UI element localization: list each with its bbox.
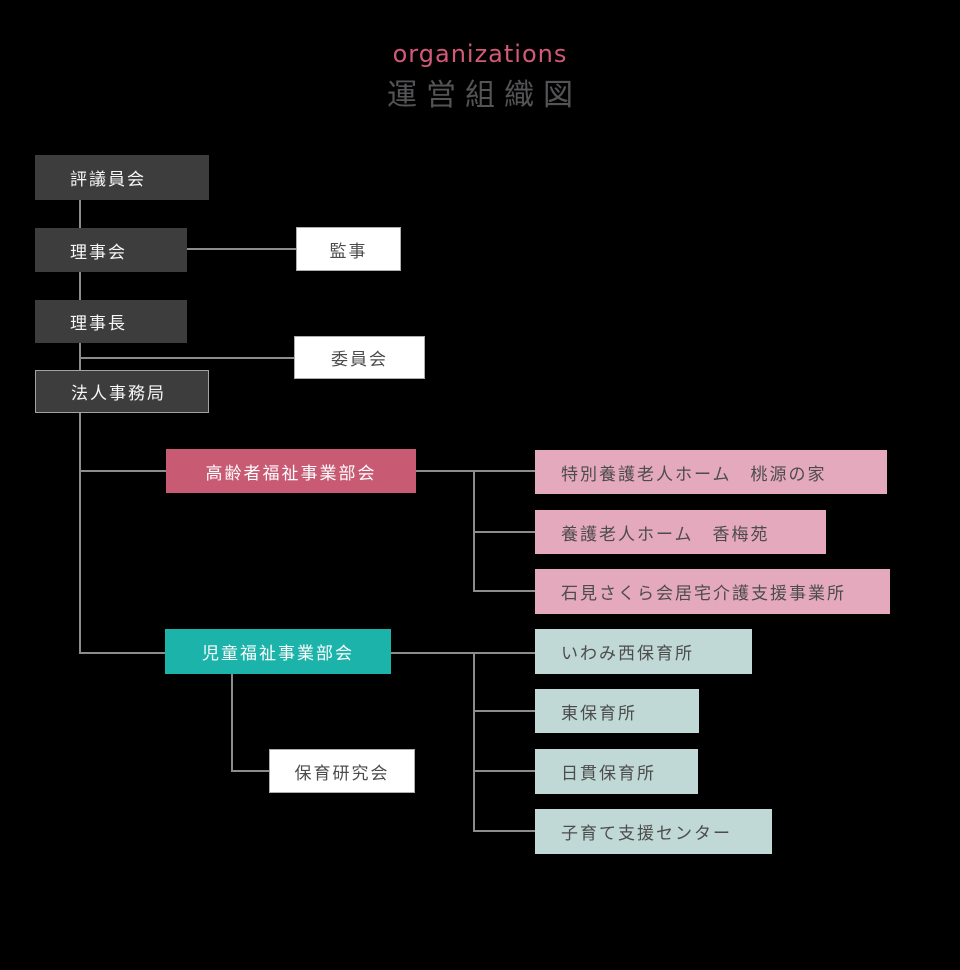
connector-trunk-elderly-head <box>80 470 166 472</box>
node-kanji: 監事 <box>296 227 401 271</box>
node-child-facility-kosodate: 子育て支援センター <box>535 809 772 854</box>
node-iinkai: 委員会 <box>294 336 425 379</box>
connector-child-branch-1 <box>391 652 535 654</box>
connector-hyogiinkai-rijikai <box>79 200 81 228</box>
connector-rijikai-kanji <box>187 248 296 250</box>
node-child-division-head: 児童福祉事業部会 <box>165 629 391 674</box>
connector-trunk-child-head <box>80 652 165 654</box>
node-child-facility-iwaminishi: いわみ西保育所 <box>535 629 752 674</box>
node-elderly-facility-kobaien: 養護老人ホーム 香梅苑 <box>535 510 826 554</box>
node-elderly-facility-togennoie: 特別養護老人ホーム 桃源の家 <box>535 450 887 494</box>
node-hoiku-kenkyukai: 保育研究会 <box>269 749 415 793</box>
connector-elderly-branch-1 <box>416 470 535 472</box>
connector-child-branch-4 <box>474 830 535 832</box>
connector-child-studygroup-vertical <box>231 674 233 772</box>
connector-child-branch-3 <box>474 770 535 772</box>
connector-child-branch-2 <box>474 710 535 712</box>
node-elderly-division-head: 高齢者福祉事業部会 <box>166 449 416 493</box>
node-hyogiinkai: 評議員会 <box>35 155 209 200</box>
node-child-facility-hinui: 日貫保育所 <box>535 749 698 794</box>
connector-elderly-branch-3 <box>474 590 535 592</box>
connector-hojin-trunk <box>79 413 81 654</box>
node-elderly-facility-kaigoshien: 石見さくら会居宅介護支援事業所 <box>535 569 890 614</box>
connector-trunk-iinkai <box>80 357 294 359</box>
page-title-japanese: 運営組織図 <box>387 78 582 113</box>
connector-rijikai-rijicho <box>79 272 81 300</box>
node-rijikai: 理事会 <box>35 228 187 272</box>
connector-elderly-branch-2 <box>474 531 535 533</box>
connector-rijicho-hojin <box>79 343 81 370</box>
node-child-facility-higashi: 東保育所 <box>535 689 699 733</box>
page-title-english: organizations <box>392 40 568 68</box>
node-rijicho: 理事長 <box>35 300 187 343</box>
node-hojin-jimukyoku: 法人事務局 <box>35 370 209 413</box>
connector-child-vertical <box>473 652 475 832</box>
connector-child-studygroup-horizontal <box>231 770 269 772</box>
